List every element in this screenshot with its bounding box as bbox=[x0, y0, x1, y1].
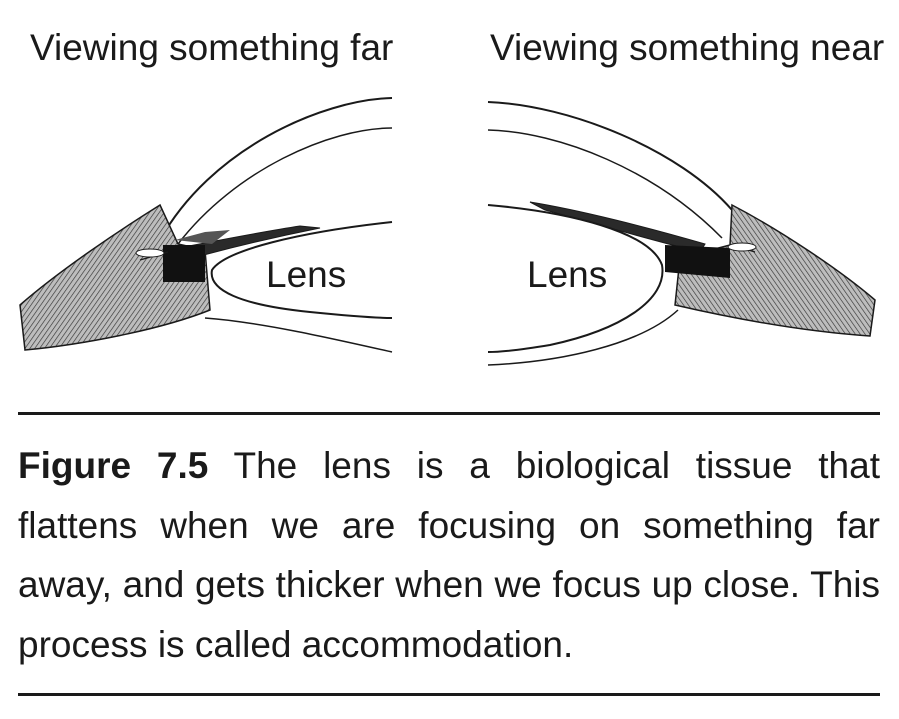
suspensory-ligament bbox=[163, 245, 205, 282]
lens-outline bbox=[487, 204, 664, 353]
cornea-outer bbox=[159, 97, 393, 241]
lens-outline bbox=[210, 221, 393, 319]
caption-text: The lens is a biological tissue that fla… bbox=[18, 445, 880, 665]
figure-number: Figure 7.5 bbox=[18, 445, 209, 486]
near-focus-eye-diagram bbox=[487, 101, 876, 366]
far-panel-title: Viewing something far bbox=[30, 27, 394, 68]
far-focus-eye-diagram bbox=[19, 97, 393, 353]
cornea-outer bbox=[487, 101, 733, 211]
suspensory-ligament bbox=[665, 245, 730, 278]
caption-bottom-rule bbox=[18, 693, 880, 696]
far-lens-label: Lens bbox=[266, 254, 347, 295]
near-panel-title: Viewing something near bbox=[490, 27, 885, 68]
caption-top-rule bbox=[18, 412, 880, 415]
cornea-inner bbox=[177, 127, 393, 245]
ciliary-body bbox=[674, 203, 876, 337]
figure-caption: Figure 7.5 The lens is a biological tiss… bbox=[18, 436, 880, 674]
near-lens-label: Lens bbox=[527, 254, 608, 295]
cornea-inner bbox=[487, 129, 723, 239]
